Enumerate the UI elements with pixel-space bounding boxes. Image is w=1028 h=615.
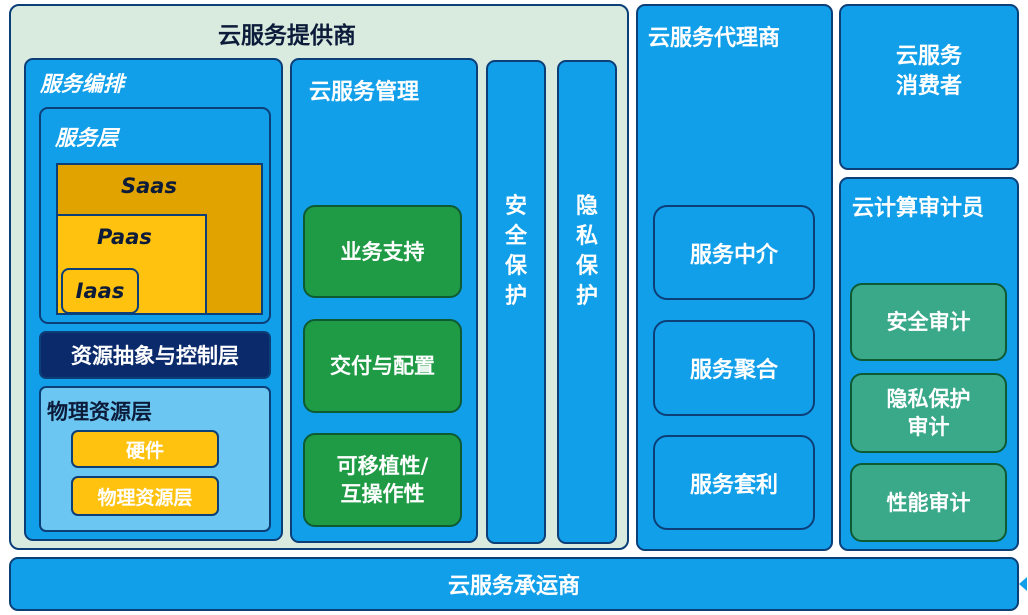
privacy-char-2: 私	[575, 224, 598, 249]
resource-abstraction-label: 资源抽象与控制层	[71, 344, 239, 368]
cloud-carrier-bar: 云服务承运商	[9, 557, 1019, 611]
interoperability-label: 互操作性	[340, 482, 425, 506]
iaas-block: Iaas	[61, 268, 139, 314]
service-intermediation-label: 服务中介	[689, 242, 778, 268]
security-audit-label: 安全审计	[886, 310, 971, 334]
paas-label: Paas	[97, 225, 152, 249]
privacy-audit-box: 隐私保护 审计	[850, 373, 1007, 453]
facility-label: 物理资源层	[97, 486, 193, 509]
security-audit-box: 安全审计	[850, 283, 1007, 361]
service-orchestration-title: 服务编排	[40, 72, 124, 96]
portability-label: 可移植性/	[336, 454, 429, 478]
physical-resource-layer-title: 物理资源层	[47, 400, 152, 424]
cloud-auditor-title: 云计算审计员	[852, 196, 985, 221]
privacy-audit-line1: 隐私保护	[886, 387, 971, 411]
provisioning-configuration-box: 交付与配置	[303, 319, 462, 413]
security-char-2: 全	[504, 224, 527, 249]
performance-audit-box: 性能审计	[850, 463, 1007, 542]
cloud-service-management-title: 云服务管理	[309, 80, 420, 105]
left-arrow-icon	[1019, 577, 1027, 591]
service-aggregation-box: 服务聚合	[653, 320, 815, 416]
cloud-carrier-label: 云服务承运商	[447, 574, 580, 599]
performance-audit-label: 性能审计	[886, 490, 971, 515]
service-aggregation-label: 服务聚合	[689, 358, 778, 383]
privacy-audit-line2: 审计	[907, 415, 950, 439]
facility-box: 物理资源层	[71, 476, 219, 516]
service-intermediation-box: 服务中介	[653, 205, 815, 300]
privacy-char-4: 护	[575, 284, 598, 309]
portability-interoperability-box: 可移植性/ 互操作性	[303, 433, 462, 527]
business-support-label: 业务支持	[340, 239, 425, 264]
cloud-consumer-line1: 云服务	[895, 44, 962, 69]
cloud-consumer-box: 云服务 消费者	[839, 4, 1019, 170]
provisioning-configuration-label: 交付与配置	[330, 354, 435, 378]
privacy-column: 隐 私 保 护	[557, 60, 617, 544]
security-char-1: 安	[504, 194, 527, 219]
privacy-char-3: 保	[575, 254, 598, 279]
resource-abstraction-control-layer: 资源抽象与控制层	[39, 331, 271, 379]
privacy-char-1: 隐	[575, 194, 598, 219]
cloud-provider-title: 云服务提供商	[218, 23, 356, 49]
service-arbitrage-box: 服务套利	[653, 435, 815, 530]
service-layer-title: 服务层	[55, 126, 118, 150]
hardware-box: 硬件	[71, 430, 219, 468]
security-char-4: 护	[504, 284, 527, 309]
cloud-consumer-line2: 消费者	[895, 74, 962, 99]
iaas-label: Iaas	[75, 279, 125, 303]
service-arbitrage-label: 服务套利	[689, 472, 778, 498]
saas-label: Saas	[121, 174, 177, 198]
security-char-3: 保	[504, 254, 527, 279]
hardware-label: 硬件	[125, 439, 164, 462]
business-support-box: 业务支持	[303, 205, 462, 298]
cloud-broker-title: 云服务代理商	[648, 26, 781, 51]
security-column: 安 全 保 护	[486, 60, 546, 544]
